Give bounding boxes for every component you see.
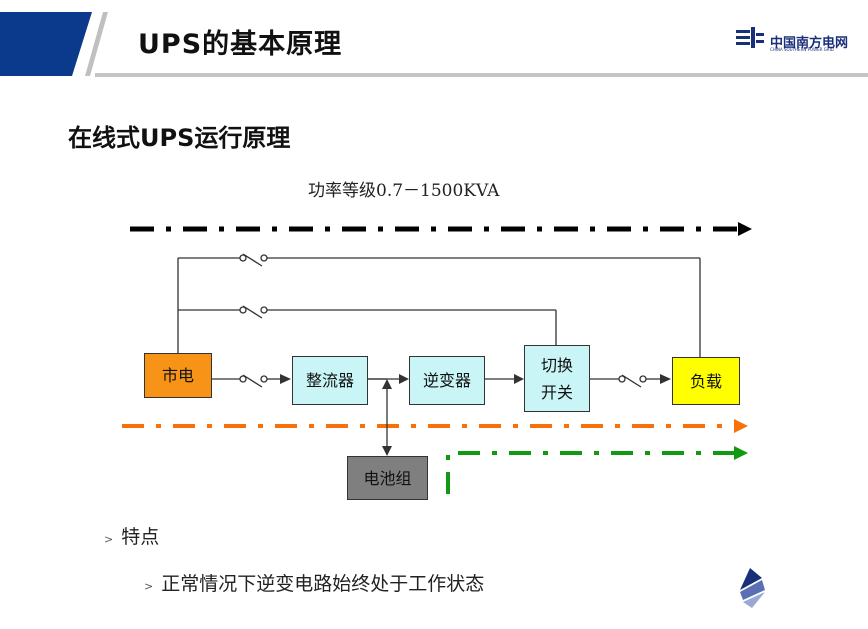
battery-block: 电池组 [347, 456, 428, 500]
bullet-marker-icon: > [104, 533, 114, 546]
mains-label: 市电 [161, 366, 194, 385]
header-slash [85, 12, 108, 76]
rectifier-label: 整流器 [305, 371, 354, 390]
battery-path-green [446, 451, 734, 494]
battery-label: 电池组 [363, 468, 412, 488]
switch-contacts [239, 254, 647, 383]
logo-text: 中国南方电网 [770, 36, 849, 51]
header-rule [95, 73, 868, 77]
features-heading-text: 特点 [121, 526, 160, 548]
wire-arrowheads [280, 374, 671, 456]
feature-item-text: 正常情况下逆变电路始终处于工作状态 [161, 573, 485, 595]
header-blue-band [0, 12, 92, 76]
power-rating: 功率等级0.7－1500KVA [308, 181, 500, 201]
features-heading: > 特点 [104, 522, 159, 549]
feature-item: > 正常情况下逆变电路始终处于工作状态 [144, 569, 484, 596]
arrow-head-black [738, 222, 752, 236]
wiring [177, 253, 701, 448]
rectifier-block: 整流器 [292, 356, 368, 405]
arrow-head-orange [734, 419, 748, 433]
section-title: 在线式UPS运行原理 [68, 124, 291, 152]
transfer-switch-block: 切换 开关 [524, 345, 590, 412]
load-block: 负载 [672, 357, 740, 405]
bullet-marker-icon: > [144, 580, 154, 593]
inverter-label: 逆变器 [422, 371, 471, 390]
header-title: UPS的基本原理 [138, 29, 343, 60]
mains-block: 市电 [144, 353, 212, 398]
logo-subtext: CHINA SOUTHERN POWER GRID [770, 47, 834, 52]
transfer-switch-label: 切换 开关 [540, 355, 573, 402]
arrow-head-green [734, 446, 748, 460]
corner-logo-icon [740, 568, 765, 608]
load-label: 负载 [689, 371, 722, 391]
grid-logo-icon [736, 27, 764, 48]
inverter-block: 逆变器 [409, 356, 485, 405]
